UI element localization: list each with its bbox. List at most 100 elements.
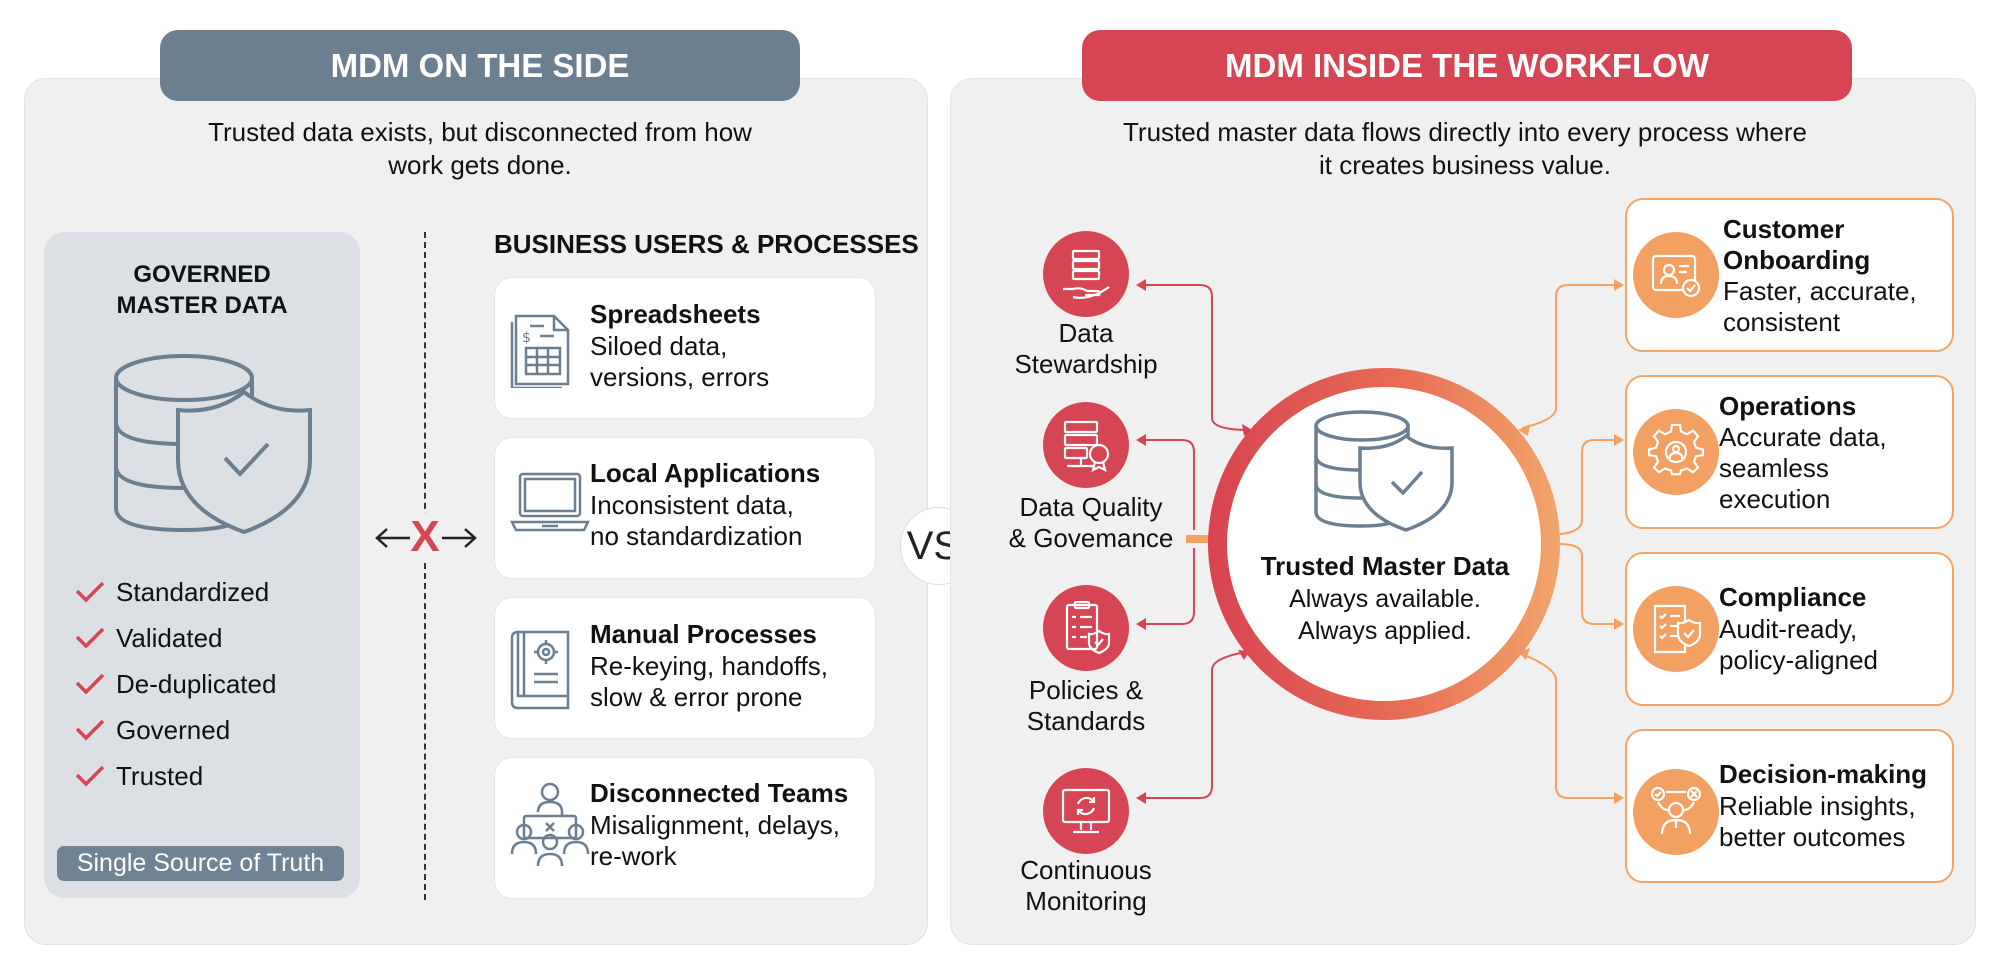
outcome-desc-line: better outcomes <box>1719 822 1906 852</box>
input-node-circle <box>1043 231 1129 317</box>
check-icon <box>75 627 105 649</box>
database-shield-icon <box>114 354 312 535</box>
problem-card: $ Spreadsheets Siloed data, versions, er… <box>494 277 876 419</box>
check-label: Governed <box>116 714 231 745</box>
id-card-icon <box>1651 254 1701 298</box>
check-icon <box>75 719 105 741</box>
outcome-title: Operations <box>1719 391 1856 422</box>
card-title: Manual Processes <box>590 619 817 649</box>
check-label: Validated <box>116 622 223 653</box>
checklist-shield-icon <box>1653 604 1702 654</box>
input-node-label: Policies & Standards <box>986 675 1186 737</box>
outcome-desc-line: Faster, accurate, <box>1723 276 1917 306</box>
card-desc-line: versions, errors <box>590 362 770 392</box>
outcome-title-line: Operations <box>1719 391 1857 421</box>
policy-checklist-icon <box>1065 601 1111 655</box>
monitor-refresh-icon <box>1061 788 1111 834</box>
manual-book-icon <box>510 630 570 710</box>
dashed-divider <box>424 232 426 900</box>
governed-master-data-box: GOVERNED MASTER DATA Standardized Valida… <box>44 232 360 898</box>
svg-text:$: $ <box>522 330 531 346</box>
outcome-desc-line: execution <box>1719 484 1831 514</box>
input-label-line: Data Quality <box>1019 492 1163 522</box>
input-node-label: Continuous Monitoring <box>986 855 1186 917</box>
check-item: Trusted <box>74 756 203 796</box>
card-title: Spreadsheets <box>590 299 761 329</box>
outcome-desc-line: Audit-ready, <box>1719 614 1858 644</box>
card-desc-line: Inconsistent data, <box>590 490 794 520</box>
card-desc-line: re-work <box>590 841 677 871</box>
outcome-icon-circle <box>1633 586 1719 672</box>
input-node-circle <box>1043 585 1129 671</box>
governed-title-line2: MASTER DATA <box>116 292 288 319</box>
single-source-of-truth-badge: Single Source of Truth <box>57 846 344 881</box>
laptop-icon <box>510 472 590 532</box>
outcome-desc: Audit-ready, policy-aligned <box>1719 614 1878 676</box>
disconnect-x: X <box>410 512 440 561</box>
left-subtitle: Trusted data exists, but disconnected fr… <box>100 116 860 182</box>
outcome-desc-line: consistent <box>1723 307 1841 337</box>
outcome-desc-line: Reliable insights, <box>1719 791 1916 821</box>
center-sub-line: Always available. <box>1289 585 1481 613</box>
input-label-line: & Govemance <box>1008 523 1174 553</box>
right-subtitle: Trusted master data flows directly into … <box>1040 116 1890 182</box>
right-subtitle-line2: it creates business value. <box>1319 150 1611 180</box>
governed-title-line1: GOVERNED <box>133 261 271 288</box>
left-banner: MDM ON THE SIDE <box>160 30 800 101</box>
check-icon <box>75 581 105 603</box>
outcome-icon-circle <box>1633 409 1719 495</box>
outcome-title: Compliance <box>1719 582 1866 613</box>
check-label: De-duplicated <box>116 668 277 699</box>
input-label-line: Standards <box>1026 706 1146 736</box>
input-label-line: Continuous <box>1020 855 1152 885</box>
spreadsheet-icon: $ <box>510 314 570 388</box>
input-node-label: Data Stewardship <box>986 318 1186 380</box>
decision-person-icon <box>1650 786 1702 835</box>
input-node-circle <box>1043 402 1129 488</box>
right-subtitle-line1: Trusted master data flows directly into … <box>1123 117 1807 147</box>
database-shield-icon <box>1314 410 1454 532</box>
center-title: Trusted Master Data <box>1260 551 1510 581</box>
center-subtitle: Always available. Always applied. <box>1210 583 1560 647</box>
check-icon <box>75 673 105 695</box>
outcome-title: Customer Onboarding <box>1723 214 1870 276</box>
card-desc: Inconsistent data, no standardization <box>590 490 802 552</box>
outcome-card: Decision-making Reliable insights, bette… <box>1625 729 1954 883</box>
card-desc: Re-keying, handoffs, slow & error prone <box>590 651 828 713</box>
card-desc: Misalignment, delays, re-work <box>590 810 840 872</box>
card-title: Disconnected Teams <box>590 778 849 808</box>
team-icon <box>510 782 590 867</box>
outcome-title-line: Onboarding <box>1723 245 1871 275</box>
check-label: Standardized <box>116 576 270 607</box>
problem-card: Disconnected Teams Misalignment, delays,… <box>494 757 876 899</box>
gear-icon <box>1648 424 1704 476</box>
outcome-icon-circle <box>1633 769 1719 855</box>
outcome-title-line: Customer <box>1723 214 1845 244</box>
outcome-title-line: Compliance <box>1719 582 1867 612</box>
outcome-desc: Faster, accurate, consistent <box>1723 276 1917 338</box>
outcome-desc: Accurate data, seamless execution <box>1719 422 1887 515</box>
check-item: Standardized <box>74 572 269 612</box>
governed-title: GOVERNED MASTER DATA <box>44 259 360 321</box>
input-label-line: Data <box>1058 318 1114 348</box>
input-label-line: Monitoring <box>1025 886 1147 916</box>
card-desc-line: Re-keying, handoffs, <box>590 651 828 681</box>
outcome-desc-line: policy-aligned <box>1719 645 1878 675</box>
problem-card: Local Applications Inconsistent data, no… <box>494 437 876 579</box>
check-label: Trusted <box>116 760 204 791</box>
card-desc-line: Misalignment, delays, <box>590 810 840 840</box>
left-subtitle-line2: work gets done. <box>388 150 572 180</box>
data-hand-icon <box>1063 249 1110 299</box>
card-desc-line: Siloed data, <box>590 331 728 361</box>
left-subtitle-line1: Trusted data exists, but disconnected fr… <box>208 117 752 147</box>
outcome-desc: Reliable insights, better outcomes <box>1719 791 1916 853</box>
input-node-label: Data Quality & Govemance <box>986 492 1196 554</box>
card-desc: Siloed data, versions, errors <box>590 331 769 393</box>
outcome-desc-line: Accurate data, <box>1719 422 1887 452</box>
input-label-line: Stewardship <box>1014 349 1158 379</box>
check-item: Governed <box>74 710 230 750</box>
problem-card: Manual Processes Re-keying, handoffs, sl… <box>494 597 876 739</box>
outcome-icon-circle <box>1633 232 1719 318</box>
right-banner: MDM INSIDE THE WORKFLOW <box>1082 30 1852 101</box>
input-label-line: Policies & <box>1028 675 1144 705</box>
